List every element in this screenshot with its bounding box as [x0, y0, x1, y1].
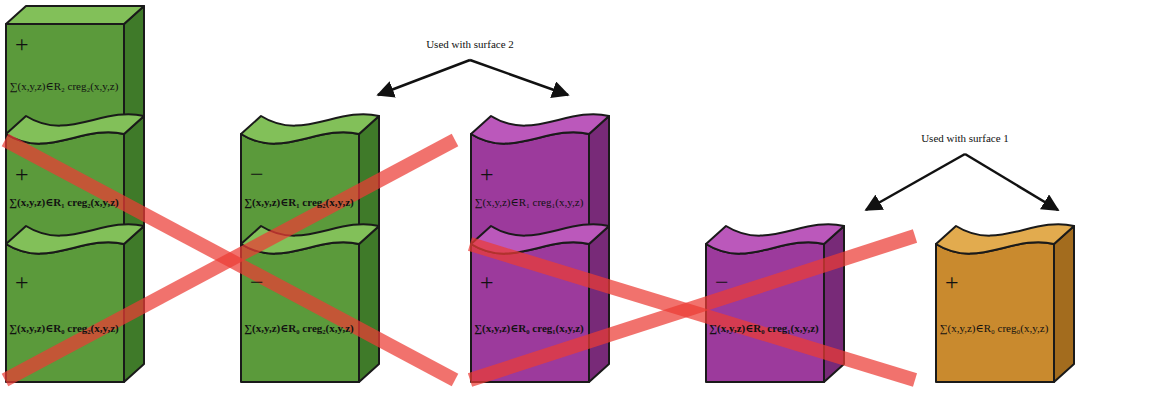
slab-face [241, 114, 379, 143]
pointer-arrow [378, 60, 470, 95]
slab-face [1054, 226, 1074, 382]
annotation-label: Used with surface 1 [921, 132, 1009, 144]
slab-face [824, 226, 844, 382]
slab-outline [240, 222, 382, 385]
sum-formula: ∑(x,y,z)∈R₁ creg₁(x,y,z) [475, 196, 584, 209]
slab-face [241, 242, 359, 382]
sum-formula: ∑(x,y,z)∈R₀ creg₂(x,y,z) [244, 322, 353, 335]
slab-block: − ∑(x,y,z)∈R₀ creg₁(x,y,z) [705, 222, 847, 385]
sign-symbol: − [715, 270, 729, 294]
slab-face [359, 226, 379, 382]
slab-face [6, 224, 144, 253]
sum-formula: ∑(x,y,z)∈R₀ creg₁(x,y,z) [474, 322, 583, 335]
cross-out-mark [470, 244, 915, 380]
slab-outline [5, 222, 147, 385]
slab-face [6, 6, 144, 24]
sum-formula: ∑(x,y,z)∈R₁ creg₂(x,y,z) [244, 196, 353, 209]
slab-face [706, 224, 844, 253]
slab-face [471, 114, 609, 143]
sum-formula: ∑(x,y,z)∈R₂ creg₂(x,y,z) [10, 80, 119, 93]
slab-outline [470, 222, 612, 385]
sum-formula: ∑(x,y,z)∈R₁ creg₂(x,y,z) [9, 196, 118, 209]
sum-formula: ∑(x,y,z)∈R₀ creg₁(x,y,z) [709, 322, 818, 335]
annotation-label: Used with surface 2 [426, 38, 514, 50]
cross-out-mark [470, 236, 915, 380]
sign-symbol: + [15, 32, 29, 56]
cross-out-mark [5, 140, 455, 380]
sign-symbol: + [15, 162, 29, 186]
sign-symbol: − [250, 162, 264, 186]
slab-face [936, 242, 1054, 382]
pointer-arrow [470, 60, 568, 95]
slab-face [6, 242, 124, 382]
slab-face [936, 224, 1074, 253]
sum-formula: ∑(x,y,z)∈R₀ creg₂(x,y,z) [9, 322, 118, 335]
slab-outline [705, 222, 847, 385]
slab-face [589, 226, 609, 382]
slab-face [241, 224, 379, 253]
pointer-arrow [866, 154, 965, 210]
slab-outline [935, 222, 1077, 385]
slab-face [124, 226, 144, 382]
sign-symbol: + [480, 162, 494, 186]
sign-symbol: − [250, 270, 264, 294]
slab-block: + ∑(x,y,z)∈R₀ creg₂(x,y,z) [5, 222, 147, 385]
sign-symbol: + [480, 270, 494, 294]
slab-block: + ∑(x,y,z)∈R₀ creg₁(x,y,z) [470, 222, 612, 385]
slab-block: − ∑(x,y,z)∈R₀ creg₂(x,y,z) [240, 222, 382, 385]
cross-out-mark [5, 140, 455, 380]
slab-face [706, 242, 824, 382]
pointer-arrow [965, 154, 1058, 210]
sum-formula: ∑(x,y,z)∈R₀ creg₀(x,y,z) [940, 322, 1049, 335]
sign-symbol: + [15, 270, 29, 294]
sign-symbol: + [945, 270, 959, 294]
slab-block: + ∑(x,y,z)∈R₀ creg₀(x,y,z) [935, 222, 1077, 385]
slab-face [6, 114, 144, 143]
slab-face [471, 242, 589, 382]
slab-face [471, 224, 609, 253]
